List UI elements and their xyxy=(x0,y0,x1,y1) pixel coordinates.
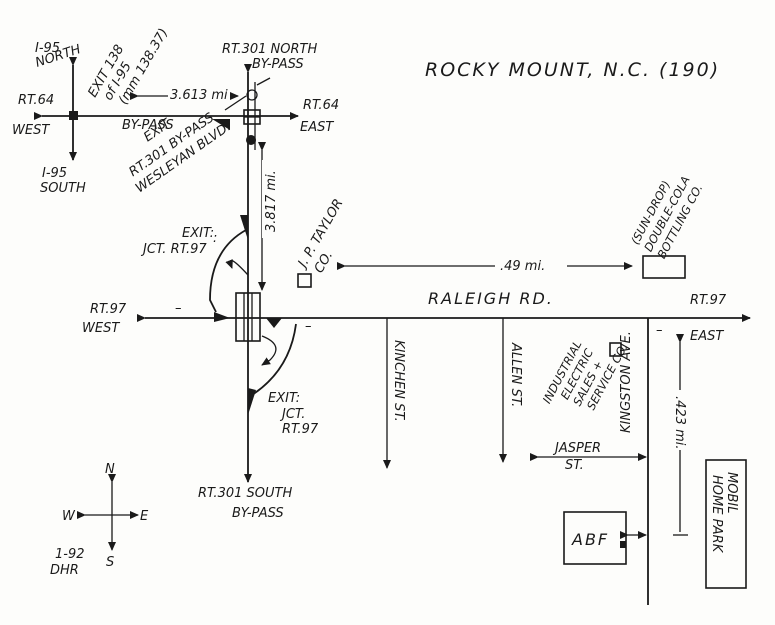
rt301-south-bypass: BY-PASS xyxy=(232,506,284,521)
industrial-building xyxy=(609,342,622,357)
exit97s-route: RT.97 xyxy=(282,422,319,437)
kinchen-label: KINCHEN ST. xyxy=(391,340,406,422)
rt301-north-bypass: BY-PASS xyxy=(252,57,304,72)
svg-text:–: – xyxy=(175,301,182,316)
jasper-label: JASPER xyxy=(552,441,601,456)
rt97-west-label: RT.97 xyxy=(90,302,127,317)
exit97s-jct: JCT. xyxy=(279,407,305,422)
sundrop-label-group: (SUN-DROP) DOUBLE-COLA BOTTLING CO. xyxy=(628,174,705,261)
rt64-west-dir: WEST xyxy=(12,123,50,138)
raleigh-rd-label: RALEIGH RD. xyxy=(428,289,554,308)
i95-north-label: I-95 xyxy=(35,41,60,56)
industrial-label-group: INDUSTRIAL ELECTRIC SALES + SERVICE CO. xyxy=(540,338,631,412)
exit97s-title: EXIT: xyxy=(268,391,300,406)
rt64-west-label: RT.64 xyxy=(18,93,54,108)
distance-3817: 3.817 mi. xyxy=(264,170,279,232)
abf-label: ABF xyxy=(571,530,609,549)
distance-049: .49 mi. xyxy=(500,259,545,274)
kingston-label: KINGSTON AVE. xyxy=(619,331,634,433)
rt64-east-dir: EAST xyxy=(300,120,334,135)
compass-s: S xyxy=(106,555,114,570)
sundrop-building xyxy=(642,255,686,279)
map-title: ROCKY MOUNT, N.C. (190) xyxy=(425,59,720,81)
exit97n-title: EXIT: xyxy=(182,226,214,241)
rt64-east-label: RT.64 xyxy=(303,98,339,113)
jasper-suffix: ST. xyxy=(565,458,584,473)
compass-w: W xyxy=(62,509,76,524)
mobil-label: MOBIL xyxy=(724,472,739,513)
bypass-label: BY-PASS xyxy=(122,118,174,133)
footer-date: 1-92 xyxy=(55,547,85,562)
rt301-south-label: RT.301 SOUTH xyxy=(198,486,292,501)
rt97-bridge xyxy=(235,292,261,342)
jp-taylor-label-group: J. P. TAYLOR CO. xyxy=(294,197,347,276)
cloverleaf-south xyxy=(246,135,256,145)
ramp-north xyxy=(209,229,247,313)
rt97-east-label: RT.97 xyxy=(690,293,727,308)
svg-text:–: – xyxy=(656,323,663,338)
rt301-north-label: RT.301 NORTH xyxy=(222,42,317,57)
rt97-east-dir: EAST xyxy=(690,329,724,344)
home-park-label: HOME PARK xyxy=(709,475,724,554)
i95-south-label: I-95 xyxy=(42,166,67,181)
cloverleaf-north xyxy=(246,89,258,101)
i95-interchange xyxy=(69,111,78,120)
exit97n-jct: JCT. RT.97 xyxy=(140,242,207,257)
distance-0423: .423 mi. xyxy=(672,396,687,450)
compass-rose: N S E W xyxy=(62,462,149,570)
rt97-west-dir: WEST xyxy=(82,321,120,336)
jp-taylor-building xyxy=(297,273,312,288)
allen-label: ALLEN ST. xyxy=(508,342,523,407)
footer-initials: DHR xyxy=(50,563,79,578)
compass-e: E xyxy=(140,509,149,524)
svg-text::: : xyxy=(213,231,217,246)
exit138-label-group: EXIT 138 of I-95 (mm 138.37) xyxy=(85,26,171,107)
compass-n: N xyxy=(105,462,115,477)
svg-text:–: – xyxy=(305,319,312,334)
ramp-south xyxy=(251,323,297,396)
i95-south-dir: SOUTH xyxy=(40,181,86,196)
distance-3613: 3.613 mi xyxy=(170,88,228,103)
mobil-home-park-box xyxy=(705,459,747,589)
